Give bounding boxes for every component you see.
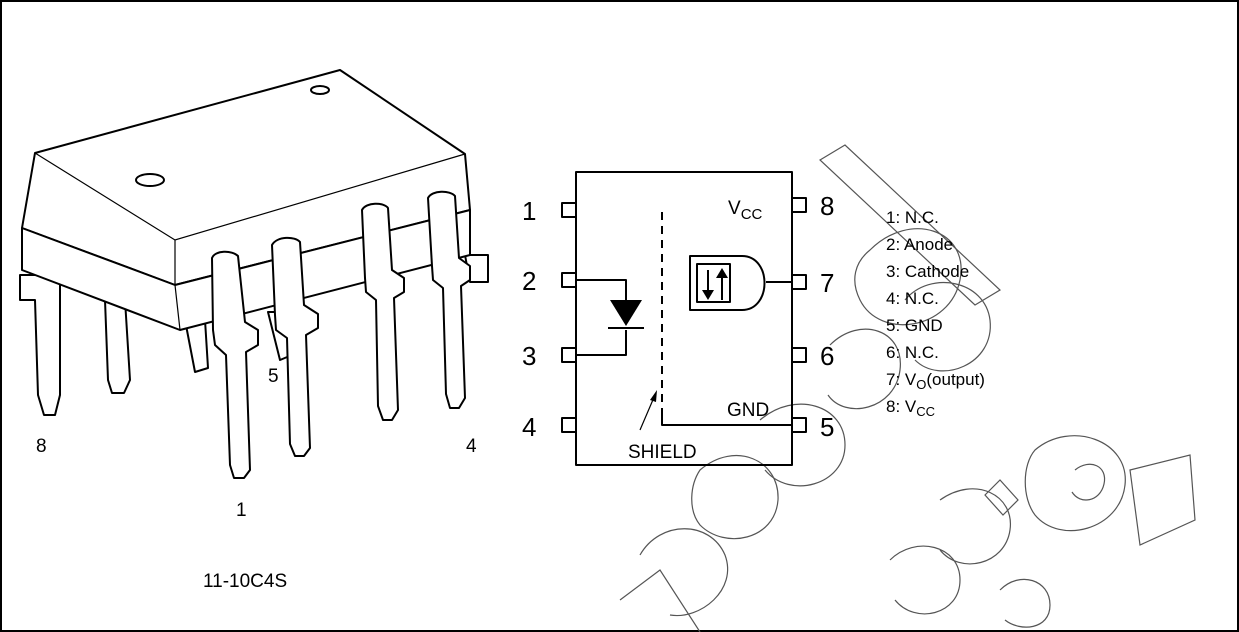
watermark-graphic xyxy=(619,144,1196,632)
shield-label: SHIELD xyxy=(628,442,697,463)
pin-list-item: 1: N.C. xyxy=(886,208,939,227)
vcc-label-base: V xyxy=(728,198,741,219)
pin-list-item: 2: Anode xyxy=(886,235,953,254)
part-code-label: 11-10C4S xyxy=(203,571,287,592)
package-pin-1-label: 1 xyxy=(236,500,247,521)
pin-6-pad xyxy=(791,347,807,363)
schematic-pin-8: 8 xyxy=(820,191,834,221)
pin-5-pad xyxy=(791,417,807,433)
pin-1-pad xyxy=(561,202,577,218)
schematic-pin-4: 4 xyxy=(522,412,536,442)
package-pin-8-label: 8 xyxy=(36,436,47,457)
package-pin-4-label: 4 xyxy=(466,436,477,457)
pin-list-item: 8: VCC xyxy=(886,397,935,419)
pin-list-item: 6: N.C. xyxy=(886,343,939,362)
pin-list-item: 3: Cathode xyxy=(886,262,969,281)
pin-3-pad xyxy=(561,347,577,363)
schematic-block xyxy=(561,171,807,466)
schematic-pin-1: 1 xyxy=(522,196,536,226)
package-drawing xyxy=(19,69,489,479)
pin-2-pad xyxy=(561,272,577,288)
pin-8-pad xyxy=(791,197,807,213)
package-pin-5-label: 5 xyxy=(268,366,279,387)
shield-arrow-icon xyxy=(650,390,657,402)
pin-list-item: 7: VO(output) xyxy=(886,370,985,392)
schematic-pin-5: 5 xyxy=(820,412,834,442)
schematic-pin-7: 7 xyxy=(820,268,834,298)
schematic-pin-6: 6 xyxy=(820,341,834,371)
pin-list-item: 5: GND xyxy=(886,316,943,335)
pin-4-pad xyxy=(561,417,577,433)
led-diode-icon xyxy=(610,300,642,326)
gnd-label: GND xyxy=(727,400,769,421)
vcc-label: VCC xyxy=(728,198,763,223)
pin-list: 1: N.C. 2: Anode 3: Cathode 4: N.C. 5: G… xyxy=(886,208,985,419)
vcc-label-sub: CC xyxy=(741,206,763,223)
pin-list-item: 4: N.C. xyxy=(886,289,939,308)
schematic-pin-3: 3 xyxy=(522,341,536,371)
pin-7-pad xyxy=(791,274,807,290)
schematic-pin-2: 2 xyxy=(522,266,536,296)
ic-outline xyxy=(575,171,793,466)
detector-gate-icon xyxy=(689,255,766,311)
